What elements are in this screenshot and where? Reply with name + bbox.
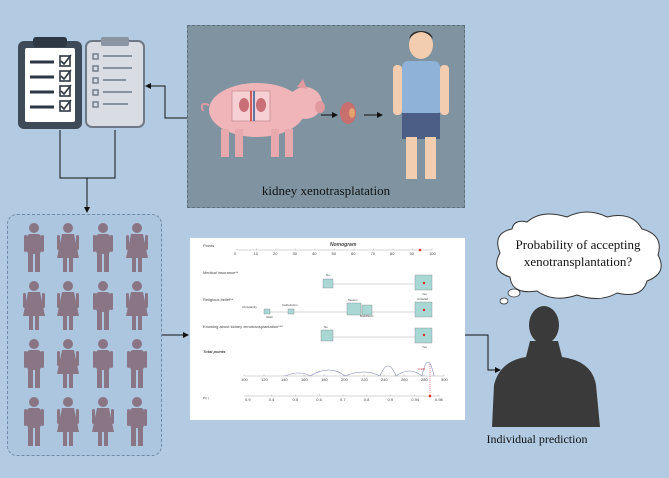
points-axis-ticks: 0 10 20 30 40 50 60 70 80 90 100 (234, 248, 436, 256)
nomogram-title: Nomogram (330, 242, 357, 248)
points-axis-tick-label: 90 (410, 251, 415, 256)
points-axis-tick-label: 40 (312, 251, 317, 256)
nomogram-panel: Nomogram Points 0 10 20 30 40 50 60 70 80 90 100 M… (190, 238, 465, 420)
total-axis-tick-label: 120 (261, 377, 268, 382)
nomogram-knowing-label: Knowing about kidney xenotransplantation… (203, 324, 283, 329)
total-axis-tick-label: 160 (301, 377, 308, 382)
nomogram-total-label: Total points (203, 349, 226, 354)
prob-axis-ticks: 0.9 0.4 0.5 0.6 0.7 0.8 0.9 0.94 0.98 (245, 394, 444, 402)
points-axis-tick-label: 30 (293, 251, 298, 256)
individual-prediction-caption: Individual prediction (486, 432, 588, 446)
total-points-density (284, 361, 435, 377)
prob-axis-tick-label: 0.9 (245, 397, 251, 402)
prob-axis-tick-label: 0.5 (293, 397, 299, 402)
arrow-nomogram-to-person (465, 334, 501, 373)
points-axis-tick-label: 80 (390, 251, 395, 256)
svg-text:Buddhism: Buddhism (360, 314, 374, 318)
population-row-4 (24, 397, 147, 446)
thought-bubble-text: Probability of accepting xenotransplanta… (515, 237, 641, 269)
prob-axis-tick-label: 0.8 (364, 397, 370, 402)
questionnaire-icon (18, 37, 145, 129)
points-axis-tick-label: 10 (254, 251, 259, 256)
svg-text:0.941: 0.941 (418, 367, 426, 371)
nomogram-chart: Nomogram Points 0 10 20 30 40 50 60 70 80 90 100 M… (203, 242, 448, 402)
total-axis-tick-label: 100 (241, 377, 248, 382)
human-icon (393, 31, 449, 179)
points-axis-tick-label: 0 (234, 251, 237, 256)
total-axis-ticks: 100 120 140 160 180 200 220 240 260 280 300 (241, 374, 448, 382)
xenotransplantation-caption: kidney xenotrasplatation (261, 183, 391, 198)
population-row-3 (24, 339, 147, 388)
nomogram-prob-label: Pr( ) (203, 396, 209, 400)
pig-kidney-human-illustration (200, 31, 449, 179)
population-figures (23, 223, 148, 446)
prob-axis-tick-label: 0.6 (316, 397, 322, 402)
individual-silhouette-icon (492, 306, 600, 427)
nomogram-religion-label: Religious belief** (203, 297, 234, 302)
total-axis-tick-label: 140 (281, 377, 288, 382)
svg-text:No: No (326, 273, 330, 277)
population-row-1 (24, 223, 148, 272)
nomogram-medical-label: Medical insurance** (203, 270, 239, 275)
svg-text:No: No (324, 325, 328, 329)
points-axis-tick-label: 50 (332, 251, 337, 256)
total-axis-tick-label: 260 (401, 377, 408, 382)
points-axis-tick-label: 70 (371, 251, 376, 256)
prob-axis-tick-label: 0.94 (411, 397, 420, 402)
total-axis-tick-label: 240 (381, 377, 388, 382)
prob-axis-tick-label: 0.7 (340, 397, 346, 402)
points-axis-tick-label: 60 (351, 251, 356, 256)
nomogram-points-label: Points (203, 243, 214, 248)
svg-text:Yes: Yes (422, 292, 427, 296)
total-axis-tick-label: 200 (341, 377, 348, 382)
total-axis-tick-label: 300 (441, 377, 448, 382)
pig-icon (200, 79, 325, 157)
prob-axis-tick-label: 0.9 (388, 397, 394, 402)
svg-text:Taoism: Taoism (348, 298, 358, 302)
svg-text:Catholicism: Catholicism (282, 303, 298, 307)
total-axis-tick-label: 180 (321, 377, 328, 382)
arrow-to-questionnaire (145, 83, 187, 119)
thought-bubble (496, 211, 662, 305)
prob-axis-tick-label: 0.4 (269, 397, 275, 402)
svg-text:Yes: Yes (422, 345, 427, 349)
svg-text:Christianity: Christianity (242, 305, 257, 309)
points-axis-tick-label: 100 (429, 251, 436, 256)
population-row-2 (23, 281, 148, 330)
points-axis-tick-label: 20 (273, 251, 278, 256)
svg-text:Unbelief: Unbelief (417, 297, 428, 301)
total-axis-tick-label: 280 (421, 377, 428, 382)
arrow-to-population (59, 130, 116, 212)
svg-text:Islam: Islam (266, 315, 274, 319)
total-axis-tick-label: 220 (361, 377, 368, 382)
prob-axis-tick-label: 0.98 (435, 397, 444, 402)
kidney-icon (340, 102, 356, 124)
